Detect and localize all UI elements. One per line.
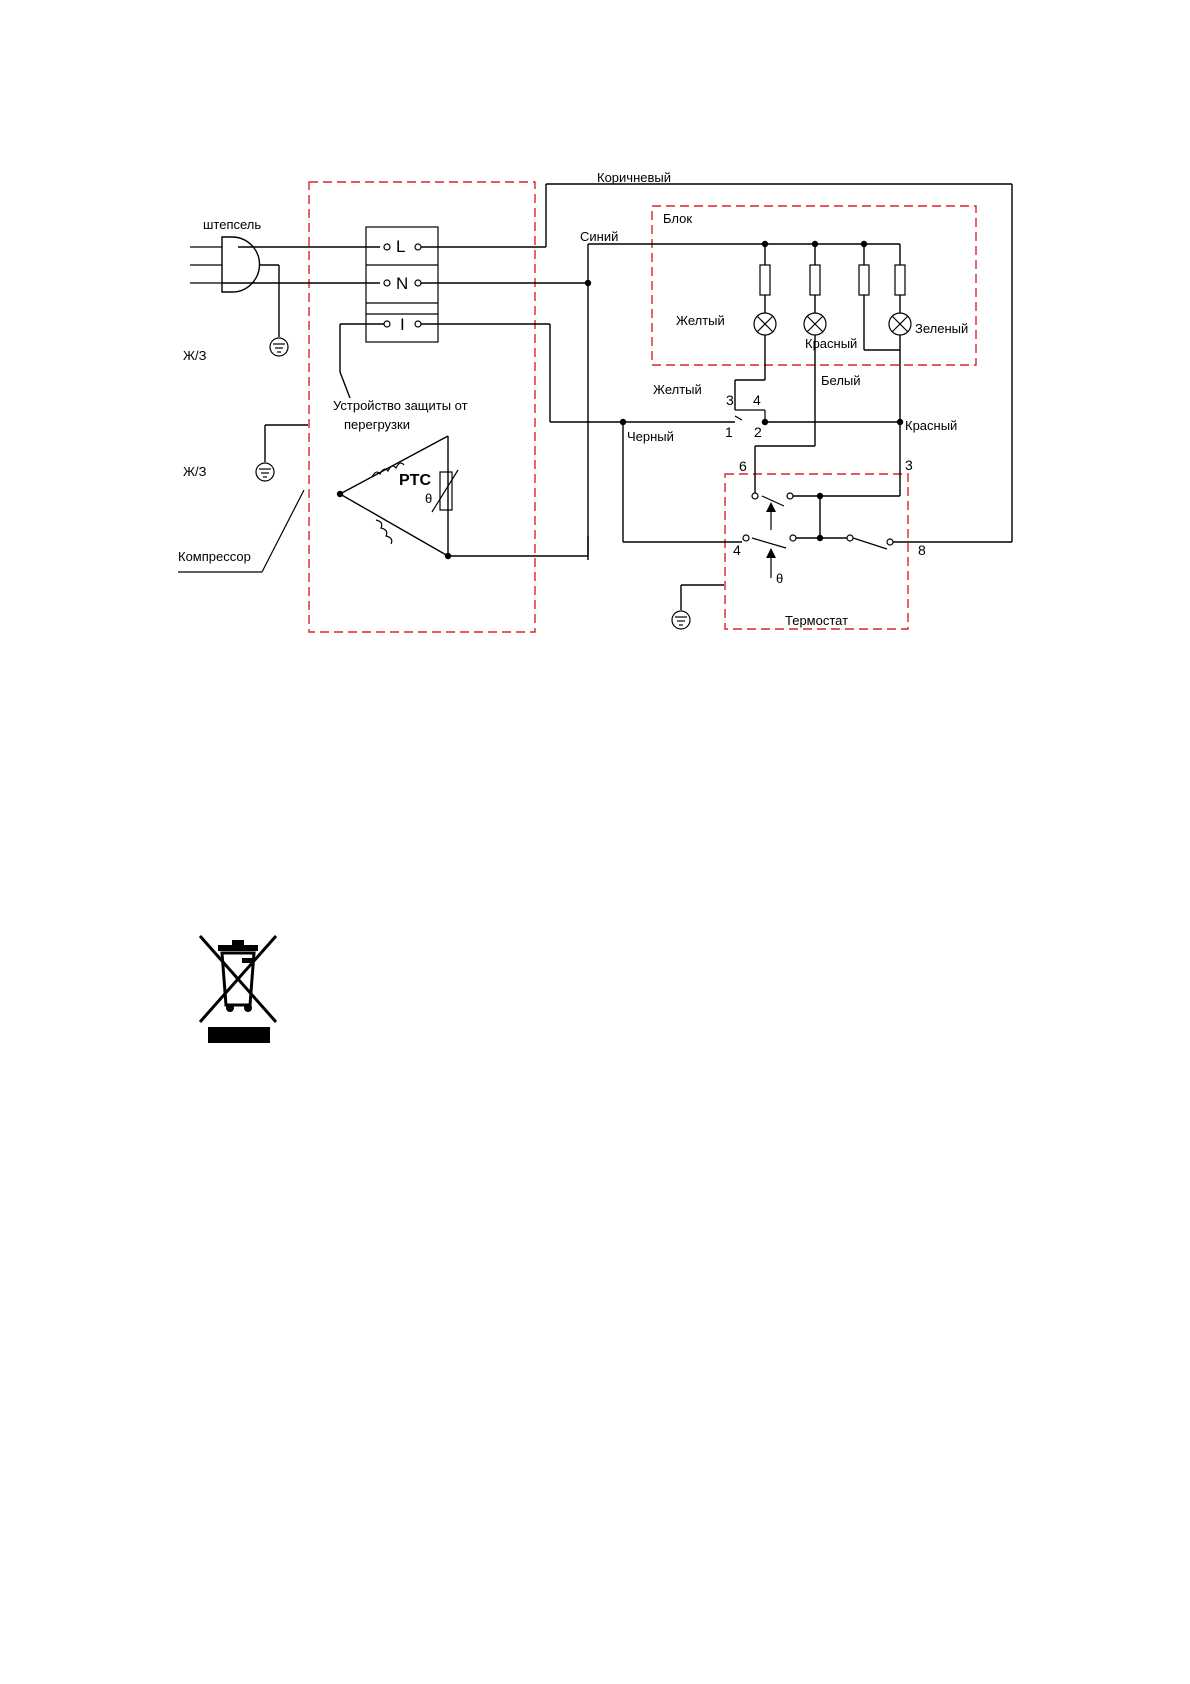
contact-1-label: 1	[725, 424, 733, 440]
overload-label: Устройство защиты от	[333, 398, 468, 413]
brown-wire-label: Коричневый	[597, 170, 671, 185]
switch-contacts	[734, 409, 766, 421]
terminal-i-label: I	[400, 315, 405, 334]
thermostat-box	[724, 473, 909, 630]
contact-4-label: 4	[753, 392, 761, 408]
weee-recycling-icon	[198, 935, 278, 1043]
ground-icon	[269, 337, 289, 357]
compressor-label: Компрессор	[178, 549, 251, 564]
theta-label: θ	[425, 491, 432, 506]
yellow-wire-label: Желтый	[653, 382, 702, 397]
black-wire-label: Черный	[627, 429, 674, 444]
thermostat-switch	[742, 490, 1012, 578]
terminal-n-label: N	[396, 274, 408, 293]
red-lamp-label: Красный	[805, 336, 857, 351]
green-lamp-label: Зеленый	[915, 321, 968, 336]
contact-3-label: 3	[726, 392, 734, 408]
yg-label-2: Ж/З	[183, 464, 207, 479]
compressor-box	[308, 181, 536, 633]
ptc-label: PTC	[399, 472, 431, 489]
plug-symbol	[190, 236, 261, 293]
contact-3b-label: 3	[905, 457, 913, 473]
red-wire-label: Красный	[905, 418, 957, 433]
ground-icon	[671, 610, 691, 630]
lamp-icon	[753, 312, 777, 336]
lamp-icon	[888, 312, 912, 336]
terminal-l-label: L	[396, 237, 405, 256]
white-wire-label: Белый	[821, 373, 861, 388]
block-label: Блок	[663, 211, 692, 226]
contact-2-label: 2	[754, 424, 762, 440]
compressor-motor	[339, 435, 459, 557]
theta-label-2: θ	[776, 571, 783, 586]
ground-icon	[255, 462, 275, 482]
contact-4b-label: 4	[733, 542, 741, 558]
overload-label-2: перегрузки	[344, 417, 410, 432]
yellow-lamp-label: Желтый	[676, 313, 725, 328]
block-box	[651, 205, 977, 366]
yg-label-1: Ж/З	[183, 348, 207, 363]
contact-8-label: 8	[918, 542, 926, 558]
contact-6-label: 6	[739, 458, 747, 474]
lamp-icon	[803, 312, 827, 336]
terminal-block	[365, 226, 439, 343]
thermostat-label: Термостат	[785, 613, 848, 628]
blue-wire-label: Синий	[580, 229, 618, 244]
plug-label: штепсель	[203, 217, 261, 232]
